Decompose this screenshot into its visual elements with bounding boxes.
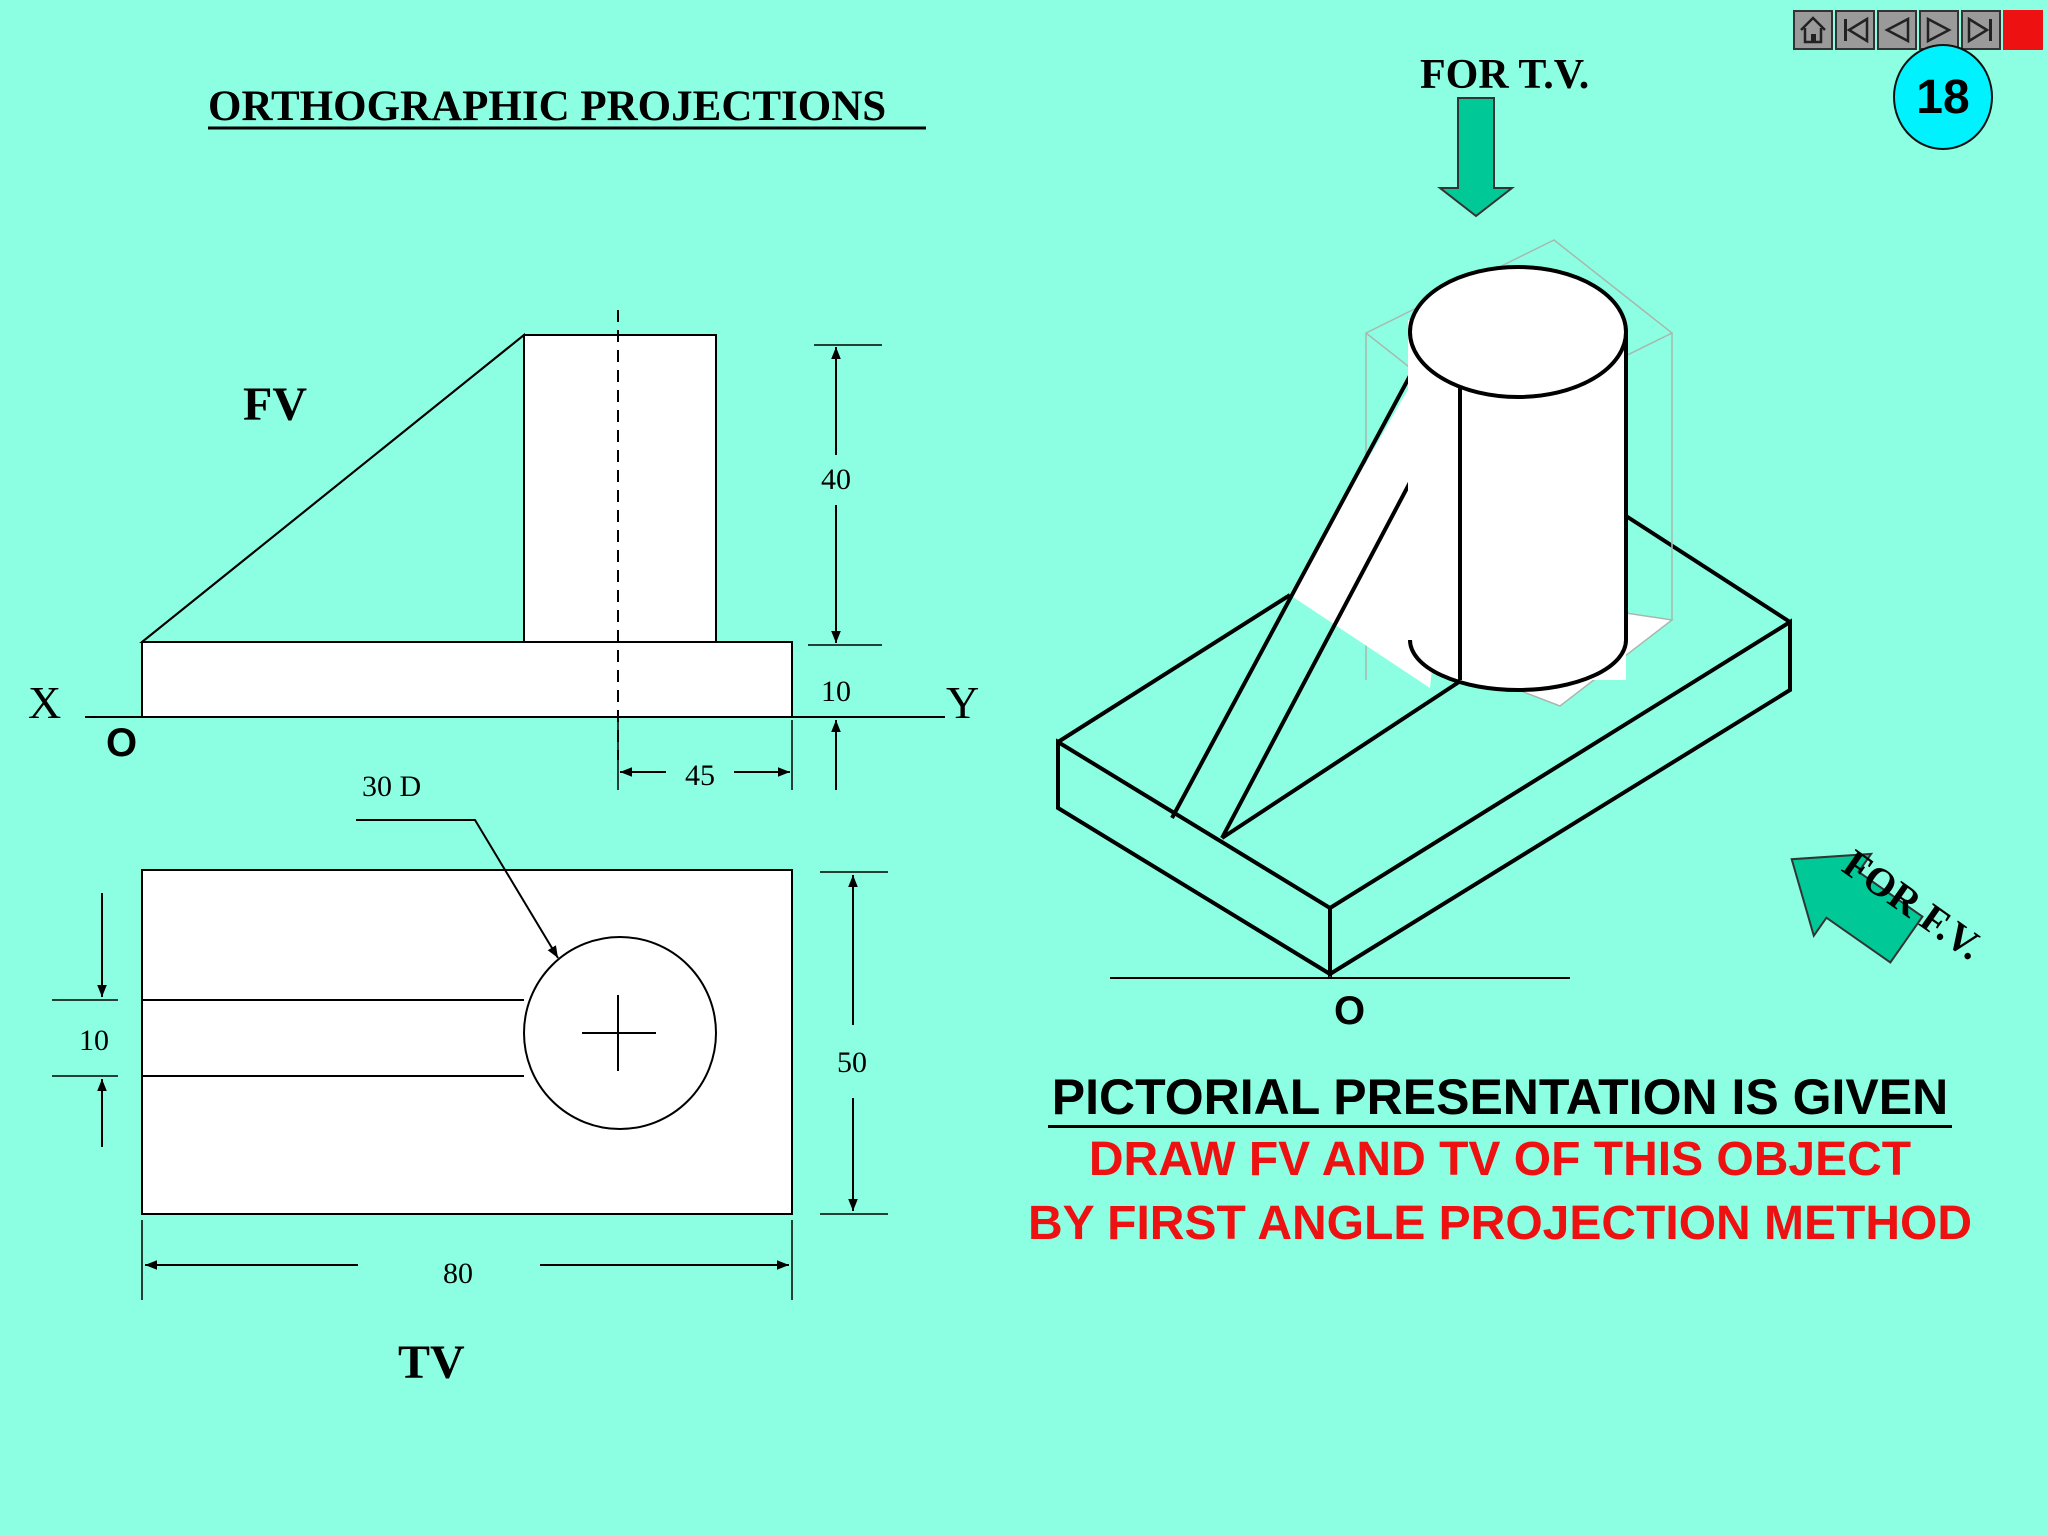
- slide-number-badge: 18: [1893, 44, 1993, 150]
- caption-instruction-1: DRAW FV AND TV OF THIS OBJECT: [1088, 1133, 1912, 1186]
- first-slide-button[interactable]: [1835, 10, 1875, 50]
- dim-80-label: 80: [443, 1257, 473, 1290]
- for-tv-label: FOR T.V.: [1420, 52, 1589, 98]
- hole-callout-label: 30 D: [362, 770, 421, 803]
- home-button[interactable]: [1793, 10, 1833, 50]
- last-slide-button[interactable]: [1961, 10, 2001, 50]
- dim-40-label: 40: [821, 463, 851, 496]
- for-tv-arrow: [1437, 97, 1515, 218]
- end-show-button[interactable]: [2003, 10, 2043, 50]
- block-top-right-edge: [1624, 514, 1792, 624]
- dim-50-label: 50: [837, 1046, 867, 1079]
- slide-navigation: [1793, 10, 2045, 50]
- caption-given: PICTORIAL PRESENTATION IS GIVEN: [980, 1068, 2020, 1128]
- stop-icon: [2005, 12, 2041, 48]
- block-side-face: [1328, 618, 1792, 978]
- dim-rib-label: 10: [79, 1024, 109, 1057]
- caption-instruction-2: BY FIRST ANGLE PROJECTION METHOD: [1027, 1197, 1973, 1250]
- front-view: FV X Y O 40 10 45: [28, 310, 979, 792]
- for-fv-arrow: [1790, 852, 1924, 964]
- top-view: 30 D 10 50 80 TV: [52, 770, 888, 1389]
- fv-label: FV: [243, 378, 307, 431]
- y-label: Y: [946, 677, 979, 728]
- rib-base-line: [1220, 678, 1464, 840]
- last-slide-icon: [1967, 16, 1992, 44]
- x-label: X: [28, 677, 61, 728]
- fv-rib-edge: [141, 334, 525, 643]
- rib-edge-outer: [1170, 371, 1414, 819]
- fv-cylinder: [523, 334, 717, 643]
- block-top-edges: [1056, 593, 1292, 744]
- caption-given-text: PICTORIAL PRESENTATION IS GIVEN: [1047, 1069, 1953, 1128]
- pictorial-origin-label: O: [1334, 989, 1365, 1033]
- tv-label: TV: [398, 1336, 465, 1389]
- first-slide-icon: [1844, 16, 1869, 44]
- previous-slide-button[interactable]: [1877, 10, 1917, 50]
- fv-origin-label: O: [106, 721, 137, 765]
- next-slide-icon: [1926, 16, 1952, 44]
- fv-base: [141, 641, 793, 718]
- cylinder-top-ellipse: [1408, 265, 1628, 399]
- home-icon: [1800, 16, 1826, 44]
- pictorial-view: FOR T.V. O FOR F.V.: [1056, 52, 1991, 1033]
- hole-leader-line: [356, 819, 559, 959]
- dim-45-label: 45: [685, 759, 715, 792]
- slide-title: ORTHOGRAPHIC PROJECTIONS: [208, 83, 886, 130]
- dim-10-label: 10: [821, 675, 851, 708]
- previous-slide-icon: [1884, 16, 1910, 44]
